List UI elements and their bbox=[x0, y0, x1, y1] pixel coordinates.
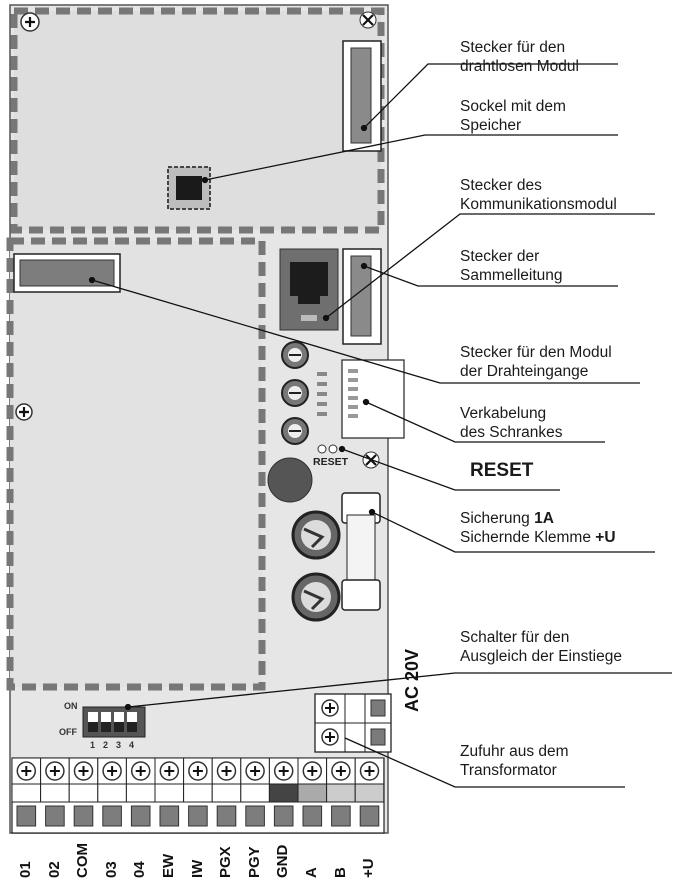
terminal-label: +U bbox=[360, 858, 378, 878]
comm-module-connector bbox=[279, 248, 339, 331]
terminal-label: PGX bbox=[217, 846, 235, 878]
terminal-01 bbox=[11, 757, 42, 827]
terminal-label: 01 bbox=[17, 861, 34, 878]
dip-off-label: OFF bbox=[59, 727, 77, 737]
reset-pin-label: RESET bbox=[313, 456, 349, 468]
screw-icon bbox=[20, 12, 40, 32]
terminal-gnd bbox=[268, 757, 299, 827]
expansion-module-area bbox=[6, 237, 266, 691]
jumper-pins bbox=[317, 372, 327, 416]
buzzer bbox=[267, 457, 313, 503]
memory-socket bbox=[167, 166, 211, 210]
potentiometer-icon bbox=[281, 417, 309, 445]
label-memory: Sockel mit dem Speicher bbox=[460, 98, 566, 134]
label-wireless: Stecker für den drahtlosen Modul bbox=[460, 39, 579, 75]
label-bus: Stecker der Sammelleitung bbox=[460, 248, 563, 284]
terminal-plus-u bbox=[354, 757, 385, 827]
dip-on-label: ON bbox=[64, 701, 78, 711]
terminal-label: 02 bbox=[45, 861, 63, 878]
dip-number: 2 bbox=[103, 740, 109, 750]
terminal-label: GND bbox=[274, 844, 292, 878]
terminal-03 bbox=[97, 757, 127, 827]
label-reset: RESET bbox=[470, 460, 534, 481]
terminal-ew bbox=[154, 757, 185, 827]
terminal-com bbox=[68, 757, 99, 827]
leader-lines bbox=[88, 63, 672, 788]
potentiometer-icon bbox=[281, 379, 309, 407]
dip-switch bbox=[82, 706, 146, 738]
label-power: Zufuhr aus dem Transformator bbox=[460, 743, 569, 779]
screw-icon bbox=[15, 403, 33, 421]
label-fuse: Sicherung 1A Sichernde Klemme +U bbox=[460, 510, 616, 546]
terminal-label: 03 bbox=[102, 861, 120, 878]
fuse bbox=[341, 492, 381, 611]
screw-icon bbox=[359, 11, 377, 29]
reset-pins bbox=[317, 444, 338, 454]
terminal-pgx bbox=[211, 757, 242, 827]
fuse-holder-icon bbox=[291, 572, 341, 622]
cabinet-wiring-connector bbox=[341, 359, 405, 439]
terminal-label: IW bbox=[188, 859, 206, 878]
terminal-iw bbox=[183, 757, 213, 827]
ac-terminal-block bbox=[314, 693, 392, 753]
dip-number: 4 bbox=[129, 740, 135, 750]
terminal-04 bbox=[125, 757, 156, 827]
label-switch: Schalter für den Ausgleich der Einstiege bbox=[460, 629, 622, 665]
dip-number: 3 bbox=[116, 740, 122, 750]
dip-number: 1 bbox=[90, 740, 96, 750]
terminal-pgy bbox=[240, 757, 270, 827]
terminal-label: B bbox=[331, 867, 349, 878]
terminal-02 bbox=[40, 757, 70, 827]
terminal-label: EW bbox=[160, 853, 177, 878]
terminal-label: PGY bbox=[245, 846, 263, 878]
ac-voltage-label: AC 20V bbox=[402, 648, 422, 712]
label-comm: Stecker des Kommunikationsmodul bbox=[460, 177, 617, 213]
terminal-label: 04 bbox=[131, 861, 149, 878]
label-wire-inputs: Stecker für den Modul der Drahteingange bbox=[460, 344, 612, 380]
terminal-label: COM bbox=[74, 843, 92, 878]
terminal-b bbox=[326, 757, 356, 827]
label-cabinet: Verkabelung des Schrankes bbox=[460, 405, 563, 441]
terminal-label: A bbox=[303, 867, 320, 878]
potentiometer-icon bbox=[281, 341, 309, 369]
fuse-holder-icon bbox=[291, 510, 341, 560]
